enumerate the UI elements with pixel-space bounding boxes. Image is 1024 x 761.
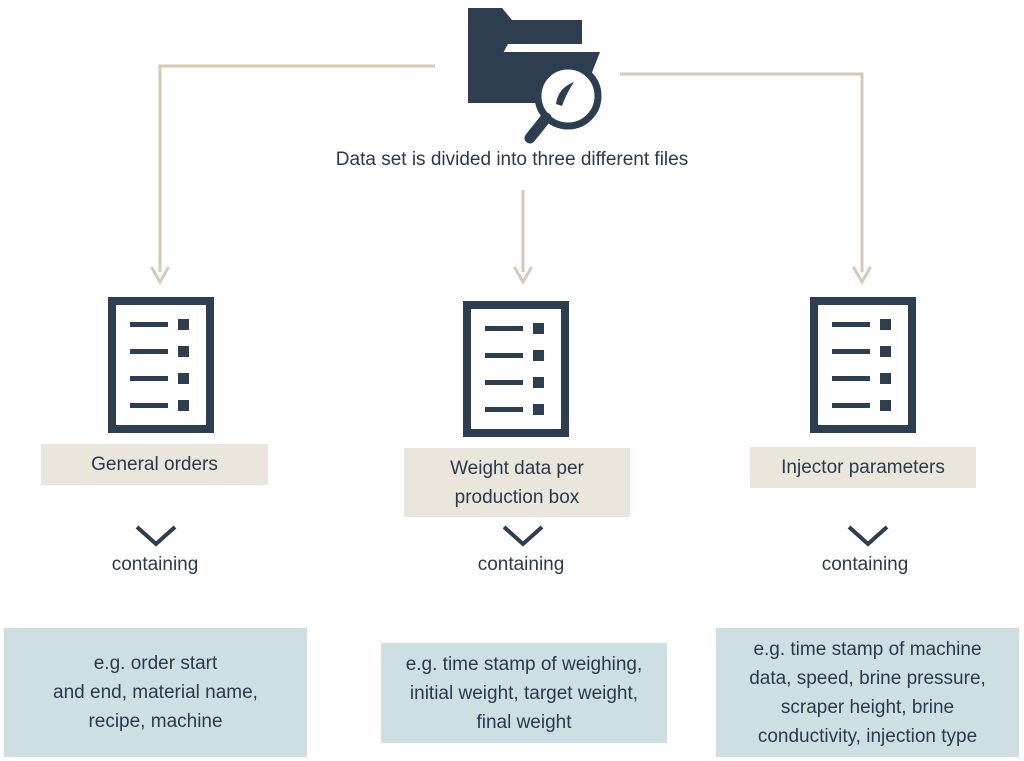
file-title-line: Weight data per xyxy=(450,457,584,479)
detail-line: conductivity, injection type xyxy=(757,725,978,747)
arrowhead-middle xyxy=(513,266,533,286)
chevron-down-icon xyxy=(502,525,544,547)
arrowhead-right xyxy=(852,266,872,286)
connector-right xyxy=(620,72,864,272)
document-list-icon xyxy=(108,297,214,433)
containing-label: containing xyxy=(821,554,909,575)
file-detail-weight-data: e.g. time stamp of weighing, initial wei… xyxy=(381,643,667,743)
detail-line: recipe, machine xyxy=(88,711,223,732)
chevron-down-icon xyxy=(847,525,889,547)
chevron-down-icon xyxy=(135,525,177,547)
file-title-general-orders: General orders xyxy=(41,444,268,485)
detail-line: e.g. order start xyxy=(93,653,218,674)
detail-line: data, speed, brine pressure, xyxy=(749,667,986,689)
document-list-icon xyxy=(463,301,569,437)
detail-line: scraper height, brine xyxy=(780,696,955,718)
detail-line: e.g. time stamp of machine xyxy=(753,638,982,660)
file-detail-general-orders: e.g. order start and end, material name,… xyxy=(4,628,307,757)
file-title-line: production box xyxy=(454,486,580,508)
connector-left xyxy=(158,64,435,272)
file-title-line: Injector parameters xyxy=(781,457,945,478)
file-title-weight-data: Weight data per production box xyxy=(404,448,630,517)
detail-line: e.g. time stamp of weighing, xyxy=(405,653,643,675)
file-title-line: General orders xyxy=(91,454,218,475)
arrowhead-left xyxy=(150,266,170,286)
folder-search-icon xyxy=(468,8,602,144)
detail-line: initial weight, target weight, xyxy=(409,682,639,704)
file-title-injector-parameters: Injector parameters xyxy=(750,447,976,488)
file-detail-injector-parameters: e.g. time stamp of machine data, speed, … xyxy=(716,628,1019,757)
detail-line: and end, material name, xyxy=(53,682,258,703)
containing-label: containing xyxy=(111,554,199,575)
document-list-icon xyxy=(810,297,916,433)
containing-label: containing xyxy=(477,554,565,575)
detail-line: final weight xyxy=(476,711,572,733)
header-caption: Data set is divided into three different… xyxy=(335,149,689,170)
